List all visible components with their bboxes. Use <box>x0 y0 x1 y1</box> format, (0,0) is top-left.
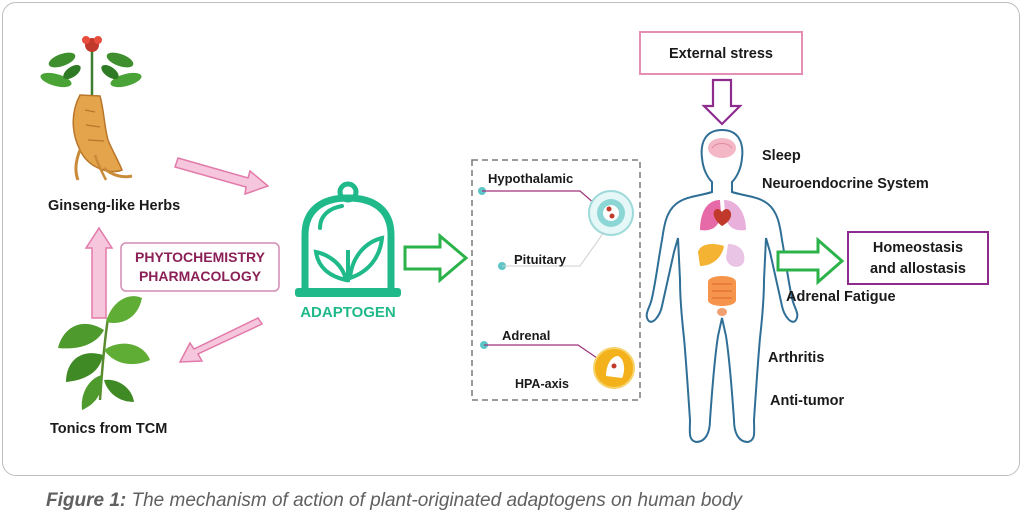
effect-neuroendocrine: Neuroendocrine System <box>762 176 929 192</box>
tcm-leaves-illustration <box>58 296 150 410</box>
human-body-illustration <box>645 128 799 444</box>
adrenal-label: Adrenal <box>502 328 550 343</box>
figure-caption: Figure 1: The mechanism of action of pla… <box>46 490 742 512</box>
effect-sleep: Sleep <box>762 148 801 164</box>
green-arrow-to-hpa <box>403 232 469 284</box>
green-arrow-to-outcome <box>776 236 845 286</box>
hpa-axis-label: HPA-axis <box>515 377 569 391</box>
caption-prefix: Figure 1: <box>46 490 127 511</box>
adrenal-line <box>484 344 601 361</box>
adaptogen-mechanism-diagram: Ginseng-like Herbs Tonics from TCM PHYTO… <box>40 31 989 444</box>
effect-arthritis: Arthritis <box>768 350 824 366</box>
ginseng-label: Ginseng-like Herbs <box>48 198 180 214</box>
ginseng-illustration <box>40 36 142 181</box>
external-stress-box <box>639 31 803 75</box>
method-box-line1: PHYTOCHEMISTRY <box>135 249 266 265</box>
method-box-line2: PHARMACOLOGY <box>139 268 262 284</box>
pituitary-label: Pituitary <box>514 252 567 267</box>
external-stress-label: External stress <box>669 46 773 62</box>
pituitary-line <box>502 231 605 267</box>
hypothalamic-label: Hypothalamic <box>488 171 573 186</box>
pink-arrow-to-tonics <box>178 317 264 363</box>
effect-anti-tumor: Anti-tumor <box>770 393 844 409</box>
adaptogen-label: ADAPTOGEN <box>300 304 396 321</box>
figure-frame <box>2 2 1020 476</box>
brain-circle-icon <box>588 190 634 236</box>
outcome-line2: and allostasis <box>870 261 966 277</box>
outcome-line1: Homeostasis <box>873 240 963 256</box>
method-box <box>120 242 280 292</box>
caption-text: The mechanism of action of plant-origina… <box>126 490 743 511</box>
tonics-label: Tonics from TCM <box>50 421 167 437</box>
purple-arrow-down <box>701 78 743 126</box>
adrenal-circle-icon <box>593 347 635 389</box>
pink-arrow-up <box>84 226 114 319</box>
adaptogen-jar-icon <box>295 181 401 297</box>
pink-arrow-to-adaptogen <box>174 157 270 196</box>
effect-adrenal-fatigue: Adrenal Fatigue <box>786 289 896 305</box>
outcome-box <box>847 231 989 285</box>
